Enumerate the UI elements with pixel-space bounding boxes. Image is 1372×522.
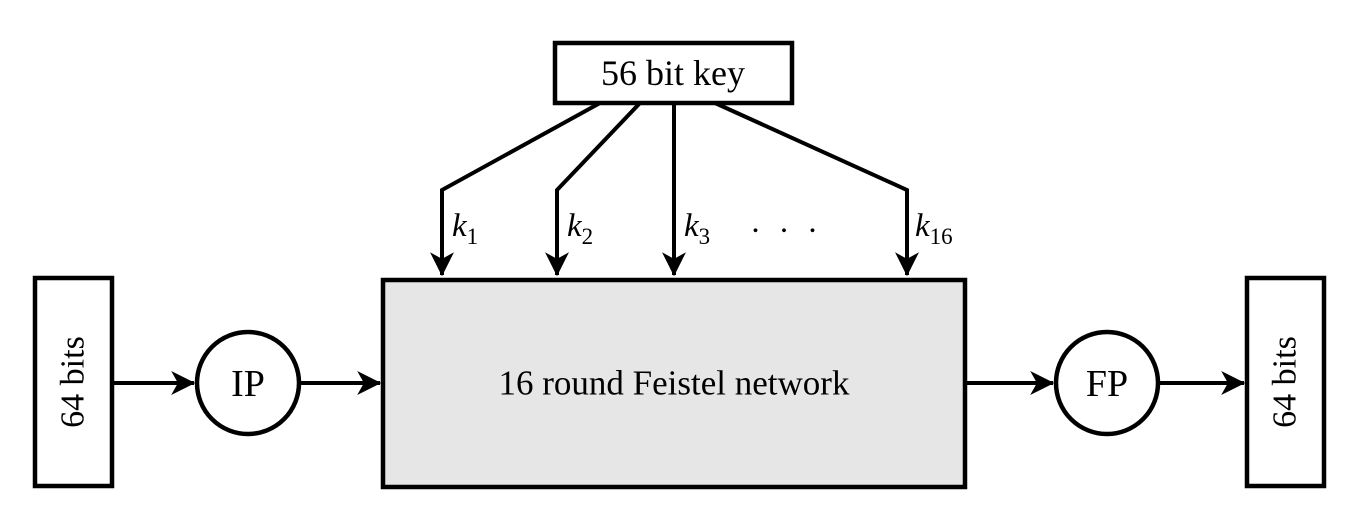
round-key-label-k16: k16 xyxy=(915,208,953,249)
round-key-label-k2: k2 xyxy=(567,208,593,249)
k16-subscript: 16 xyxy=(930,224,953,249)
feistel-box-label: 16 round Feistel network xyxy=(499,364,850,403)
k2-base: k xyxy=(567,208,583,244)
k1-base: k xyxy=(452,208,468,244)
k2-subscript: 2 xyxy=(582,224,594,249)
round-key-label-k1: k1 xyxy=(452,208,478,249)
round-key-ellipsis: . . . xyxy=(751,204,822,240)
k3-subscript: 3 xyxy=(699,224,711,249)
round-key-arrow-k2 xyxy=(545,101,642,277)
fp-node-label: FP xyxy=(1086,363,1128,405)
output-box xyxy=(1244,275,1327,489)
input-box-label: 64 bits xyxy=(55,336,92,428)
k1-subscript: 1 xyxy=(467,224,479,249)
feistel-box xyxy=(380,277,968,490)
k3-base: k xyxy=(684,208,700,244)
input-box xyxy=(32,275,115,489)
round-key-label-k3: k3 xyxy=(684,208,710,249)
key-box-label: 56 bit key xyxy=(601,53,745,93)
round-key-arrow-k16 xyxy=(714,101,919,277)
k16-base: k xyxy=(915,208,931,244)
ip-node-label: IP xyxy=(231,363,265,405)
output-box-label: 64 bits xyxy=(1267,336,1304,428)
round-key-arrow-k1 xyxy=(430,101,601,277)
